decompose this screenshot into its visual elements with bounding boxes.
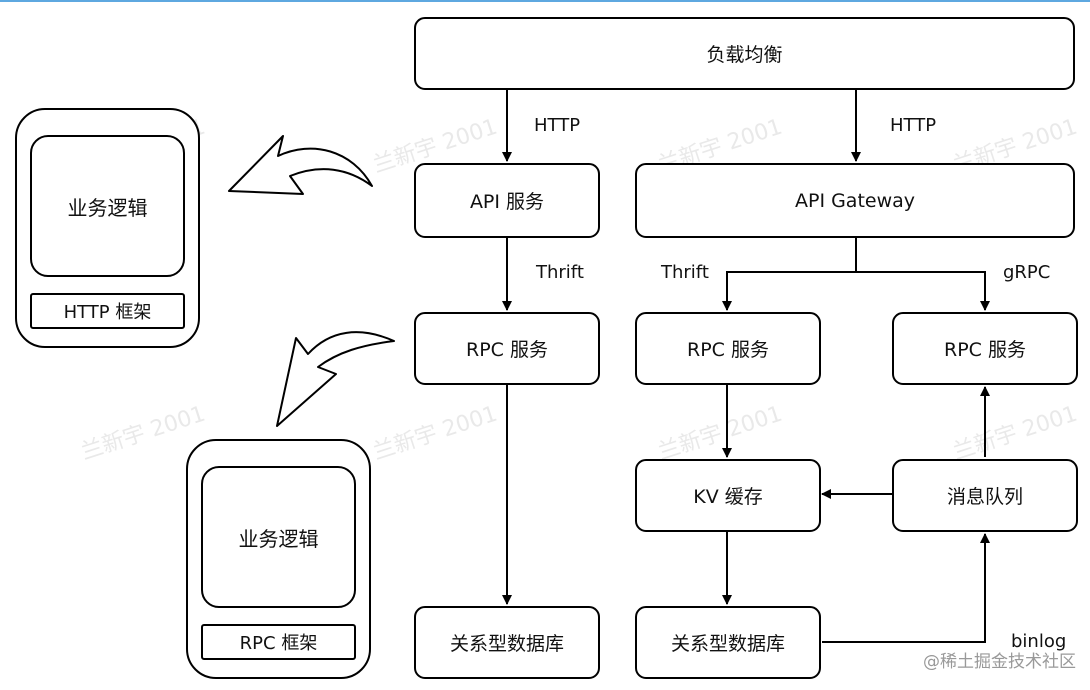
rpc-framework-label: RPC 框架 [201,624,356,660]
arrow-gateway-split [722,238,857,311]
curved-arrow-lower [276,331,395,427]
site-watermark: @稀土掘金技术社区 [923,652,1076,672]
relational-db-left-box: 关系型数据库 [414,606,600,679]
rpc-service-middle-box: RPC 服务 [635,312,821,385]
curved-arrow-upper [228,135,373,195]
kv-cache-box: KV 缓存 [635,459,821,532]
rpc-stack-logic: 业务逻辑 [201,466,356,608]
rpc-service-left-box: RPC 服务 [414,312,600,385]
message-queue-box: 消息队列 [892,459,1078,532]
http-stack-device: 业务逻辑 HTTP 框架 [15,108,200,348]
edge-label-grpc: gRPC [1003,262,1051,283]
arrow-gateway-to-rpc-right [856,271,990,311]
arrow-db-binlog-to-mq [822,533,990,643]
edge-label-http-left: HTTP [534,115,581,136]
rpc-stack-device: 业务逻辑 RPC 框架 [186,439,371,679]
edge-label-binlog: binlog [1011,631,1067,652]
edge-label-http-right: HTTP [890,115,937,136]
rpc-service-right-box: RPC 服务 [892,312,1078,385]
api-service-box: API 服务 [414,163,600,238]
api-gateway-box: API Gateway [635,163,1075,238]
http-framework-label: HTTP 框架 [30,293,185,329]
http-stack-logic: 业务逻辑 [30,135,185,277]
load-balancer-box: 负载均衡 [414,17,1075,90]
edge-label-thrift-left: Thrift [536,262,584,283]
relational-db-right-box: 关系型数据库 [635,606,821,679]
edge-label-thrift-right: Thrift [661,262,709,283]
